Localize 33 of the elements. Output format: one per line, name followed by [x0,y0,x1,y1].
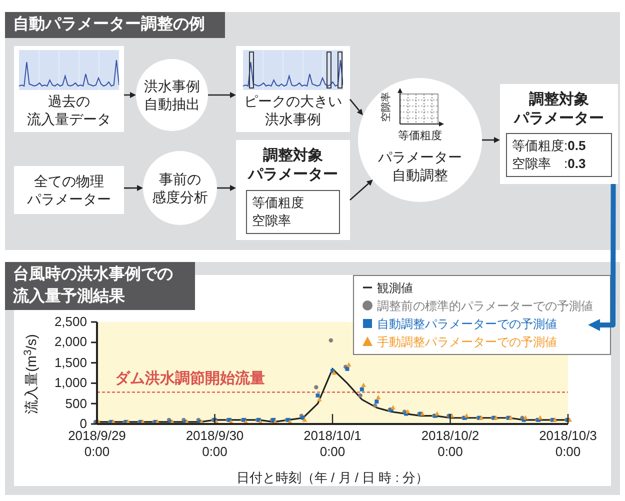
node-label: 過去の流入量データ [27,92,111,128]
node-label: 全ての物理パラメーター [27,172,111,208]
tick-label: 2018/10/2 0:00 [420,428,480,460]
legend-text: 自動調整パラメーターでの予測値 [377,317,557,331]
legend-text: 調整前の標準的パラメーターでの予測値 [377,299,593,313]
panel-title: 自動パラメーター調整の例 [5,12,225,38]
parameter-text: 空隙率 [252,212,292,230]
axis-title: 日付と時刻（年 / 月 / 日 時 : 分） [236,470,429,486]
parameter-text: 等価粗度:0.5 [512,137,587,155]
tick-label: 2018/10/3 0:00 [538,428,598,460]
tick-label: 0 [80,417,87,431]
box-title: 調整対象パラメーター [512,90,605,128]
tick-label: 2,000 [53,335,87,350]
threshold-label: ダム洪水調節開始流量 [115,370,265,388]
tick-label: 2018/10/1 0:00 [302,428,362,460]
node-label: 事前の感度分析 [152,170,208,206]
tick-label: 2018/9/30 0:00 [184,428,245,460]
panel-title: 台風時の洪水事例での流入量予測結果 [5,262,195,310]
tick-label: 1,500 [53,356,87,370]
tick-label: 1,000 [53,376,87,390]
legend-text: 観測値 [377,281,413,295]
box-title: 調整対象パラメーター [246,146,339,184]
tick-label: 500 [64,396,87,411]
parameter-text: 等価粗度 [252,194,305,212]
tick-label: 2018/9/29 0:00 [67,428,127,460]
node-label: パラメーター自動調整 [377,148,463,184]
legend-text: 手動調整パラメーターでの予測値 [377,335,557,349]
node-label: ピークの大きい洪水事例 [244,92,342,128]
node-label: 洪水事例自動抽出 [144,77,200,113]
axis-label: 等価粗度 [397,130,443,143]
tick-label: 2,500 [53,315,87,329]
axis-label: 空隙率 [382,92,392,122]
parameter-text: 空隙率 :0.3 [512,155,587,173]
